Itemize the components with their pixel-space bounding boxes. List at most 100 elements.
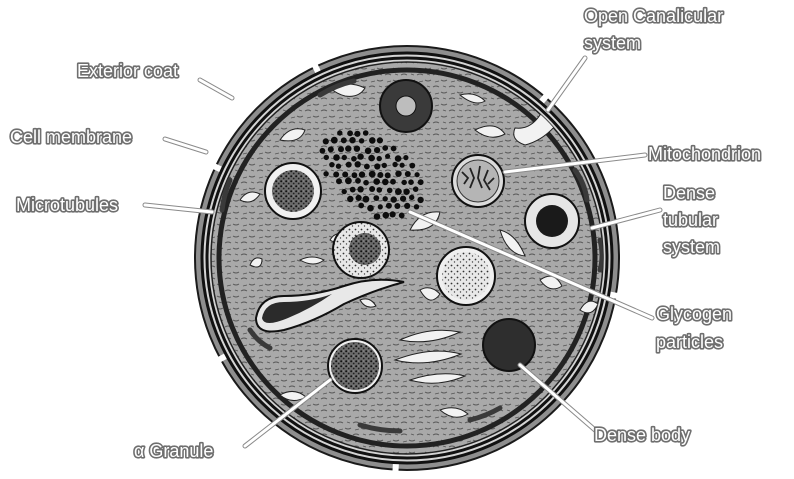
- glycogen-particle: [333, 172, 339, 178]
- glycogen-particle: [363, 130, 369, 136]
- glycogen-particle: [403, 189, 409, 195]
- glycogen-particle: [364, 164, 370, 170]
- glycogen-particle: [409, 195, 414, 200]
- glycogen-particle: [324, 155, 329, 160]
- glycogen-particle: [377, 156, 382, 161]
- label-open-canalicular-1: Open Canalicular: [584, 6, 723, 26]
- glycogen-particle: [387, 188, 393, 194]
- glycogen-particle: [382, 179, 389, 186]
- glycogen-particle: [417, 197, 423, 203]
- glycogen-particle: [399, 213, 405, 219]
- glycogen-particle: [357, 153, 363, 159]
- glycogen-particle: [342, 155, 347, 160]
- glycogen-particle: [367, 205, 374, 212]
- glycogen-particle: [382, 163, 387, 168]
- label-glycogen-2: particles: [656, 332, 723, 352]
- glycogen-particle: [413, 186, 419, 192]
- label-glycogen-1: Glycogen: [656, 304, 732, 324]
- glycogen-particle: [341, 137, 347, 143]
- glycogen-particle: [357, 186, 363, 192]
- glycogen-particle: [383, 212, 390, 219]
- alpha-granule-upper-left: [265, 163, 321, 219]
- glycogen-particle: [377, 172, 383, 178]
- alpha-granule-right: [437, 247, 495, 305]
- glycogen-particle: [369, 171, 376, 178]
- glycogen-particle: [400, 196, 406, 202]
- alpha-granule-lower: [328, 339, 382, 393]
- glycogen-particle: [403, 155, 408, 160]
- glycogen-particle: [369, 186, 375, 192]
- glycogen-particle: [385, 172, 391, 178]
- glycogen-particle: [328, 146, 334, 152]
- glycogen-particle: [377, 137, 383, 143]
- label-dense-tubular-1: Dense: [663, 183, 715, 203]
- glycogen-particle: [418, 179, 424, 185]
- glycogen-particle: [356, 195, 362, 201]
- glycogen-particle: [337, 130, 342, 135]
- glycogen-particle: [350, 187, 356, 193]
- top-granule: [380, 80, 432, 132]
- glycogen-particle: [415, 172, 420, 177]
- glycogen-particle: [392, 162, 397, 167]
- mitochondrion: [452, 155, 504, 207]
- glycogen-particle: [347, 130, 353, 136]
- glycogen-particle: [351, 156, 357, 162]
- alpha-granule-middle: [333, 222, 389, 278]
- glycogen-particle: [336, 178, 342, 184]
- glycogen-particle: [378, 204, 383, 209]
- glycogen-particle: [336, 164, 341, 169]
- glycogen-particle: [408, 179, 414, 185]
- glycogen-particle: [345, 177, 352, 184]
- glycogen-particle: [382, 145, 388, 151]
- label-dense-tubular-2: tubular: [663, 210, 718, 230]
- glycogen-particle: [391, 146, 397, 152]
- glycogen-particle: [390, 179, 396, 185]
- glycogen-particle: [333, 154, 340, 161]
- glycogen-particle: [390, 211, 396, 217]
- glycogen-particle: [329, 162, 334, 167]
- label-dense-body: Dense body: [594, 425, 690, 445]
- glycogen-particle: [374, 213, 381, 220]
- glycogen-particle: [368, 155, 375, 162]
- glycogen-particle: [359, 171, 365, 177]
- glycogen-particle: [346, 162, 352, 168]
- label-exterior-coat: Exterior coat: [77, 61, 178, 81]
- glycogen-particle: [400, 163, 405, 168]
- glycogen-particle: [338, 146, 344, 152]
- glycogen-particle: [391, 196, 397, 202]
- glycogen-particle: [377, 187, 383, 193]
- glycogen-particle: [342, 172, 348, 178]
- glycogen-particle: [402, 180, 407, 185]
- glycogen-particle: [383, 196, 388, 201]
- glycogen-particle: [404, 203, 410, 209]
- label-cell-membrane: Cell membrane: [10, 127, 132, 147]
- label-open-canalicular-2: system: [584, 33, 641, 53]
- glycogen-particle: [386, 203, 392, 209]
- label-microtubules: Microtubules: [16, 195, 118, 215]
- label-dense-tubular-3: system: [663, 237, 720, 257]
- glycogen-particle: [394, 203, 400, 209]
- label-alpha-granule: α Granule: [134, 441, 213, 461]
- glycogen-particle: [405, 171, 411, 177]
- dense-body: [483, 319, 535, 371]
- glycogen-particle: [358, 203, 364, 209]
- glycogen-particle: [395, 155, 402, 162]
- glycogen-particle: [395, 171, 401, 177]
- glycogen-particle: [342, 189, 347, 194]
- glycogen-particle: [373, 178, 380, 185]
- glycogen-particle: [323, 171, 328, 176]
- glycogen-particle: [320, 148, 326, 154]
- glycogen-particle: [363, 196, 370, 203]
- glycogen-particle: [385, 154, 390, 159]
- glycogen-particle: [323, 138, 329, 144]
- glycogen-particle: [409, 163, 415, 169]
- glycogen-particle: [395, 188, 402, 195]
- glycogen-particle: [331, 137, 338, 144]
- label-mitochondrion: Mitochondrion: [648, 144, 761, 164]
- glycogen-particle: [347, 196, 353, 202]
- glycogen-particle: [355, 161, 361, 167]
- glycogen-particle: [355, 178, 361, 184]
- glycogen-particle: [352, 172, 358, 178]
- dense-granule-right: [525, 194, 579, 248]
